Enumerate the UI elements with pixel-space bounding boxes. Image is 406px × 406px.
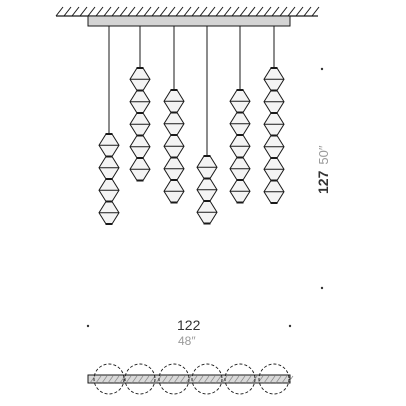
plan-hatch-stroke — [245, 375, 252, 384]
pendant — [263, 26, 285, 204]
ceiling-hatch-stroke — [159, 6, 168, 17]
pendant — [196, 26, 218, 225]
plan-shade-outline — [258, 363, 290, 395]
plan-shade-outline — [93, 363, 125, 395]
pendant — [98, 26, 120, 225]
ceiling-hatch-stroke — [231, 6, 240, 17]
ceiling-hatch-stroke — [287, 6, 296, 17]
plan-shade-outline — [191, 363, 223, 395]
ceiling-hatch-stroke — [247, 6, 256, 17]
ceiling-hatch-stroke — [55, 6, 64, 17]
ceiling-hatch-stroke — [199, 6, 208, 17]
plan-hatch-stroke — [215, 375, 222, 384]
ceiling-hatch-stroke — [111, 6, 120, 17]
ceiling-hatch-stroke — [143, 6, 152, 17]
plan-hatch-stroke — [107, 375, 114, 384]
ceiling-hatch-stroke — [71, 6, 80, 17]
plan-hatch-stroke — [131, 375, 138, 384]
plan-hatch-stroke — [197, 375, 204, 384]
ceiling-hatch-stroke — [127, 6, 136, 17]
plan-hatch-stroke — [203, 375, 210, 384]
plan-hatch-stroke — [275, 375, 282, 384]
ceiling-hatch-stroke — [207, 6, 216, 17]
plan-shade-outline — [224, 363, 256, 395]
canopy — [87, 15, 291, 27]
ceiling-hatch-stroke — [151, 6, 160, 17]
dim-dot-right — [288, 324, 292, 328]
ceiling-hatch-stroke — [271, 6, 280, 17]
dim-dot-top — [320, 67, 324, 71]
plan-hatch-stroke — [125, 375, 132, 384]
plan-hatch-stroke — [179, 375, 186, 384]
plan-hatch-stroke — [227, 375, 234, 384]
pendant — [129, 26, 151, 182]
plan-hatch-stroke — [89, 375, 96, 384]
plan-shade-outline — [124, 363, 156, 395]
plan-hatch-stroke — [173, 375, 180, 384]
plan-hatch-stroke — [95, 375, 102, 384]
plan-hatch-stroke — [281, 375, 288, 384]
ceiling-hatch-stroke — [223, 6, 232, 17]
plan-hatch-stroke — [269, 375, 276, 384]
ceiling-hatch-stroke — [87, 6, 96, 17]
ceiling-hatch-stroke — [279, 6, 288, 17]
ceiling-hatch-stroke — [119, 6, 128, 17]
plan-hatch-stroke — [101, 375, 108, 384]
width-imperial-label: 48″ — [178, 334, 196, 348]
ceiling-hatch-stroke — [263, 6, 272, 17]
plan-hatch-stroke — [161, 375, 168, 384]
plan-hatch-stroke — [233, 375, 240, 384]
ceiling-hatch-stroke — [79, 6, 88, 17]
plan-view — [87, 363, 294, 395]
ceiling-hatch-stroke — [63, 6, 72, 17]
plan-hatch-stroke — [263, 375, 270, 384]
width-metric-label: 122 — [177, 317, 201, 333]
ceiling-hatch-stroke — [95, 6, 104, 17]
pendant — [229, 26, 251, 204]
plan-hatch-stroke — [209, 375, 216, 384]
ceiling-hatch-stroke — [303, 6, 312, 17]
plan-hatch-stroke — [191, 375, 198, 384]
ceiling-hatch-stroke — [167, 6, 176, 17]
dim-dot-left — [86, 324, 90, 328]
plan-hatch-stroke — [167, 375, 174, 384]
height-imperial-label: 50″ — [316, 145, 331, 165]
ceiling-hatch-stroke — [135, 6, 144, 17]
plan-hatch-stroke — [257, 375, 264, 384]
ceiling-hatch-stroke — [191, 6, 200, 17]
ceiling-hatch — [55, 6, 320, 17]
ceiling-hatch-stroke — [103, 6, 112, 17]
plan-hatch-stroke — [155, 375, 162, 384]
ceiling-hatch-stroke — [239, 6, 248, 17]
ceiling-hatch-stroke — [295, 6, 304, 17]
plan-hatch-stroke — [251, 375, 258, 384]
pendant-group — [98, 26, 285, 225]
ceiling-hatch-stroke — [311, 6, 320, 17]
plan-shade-outline — [158, 363, 190, 395]
height-label: 12750″ — [304, 146, 344, 194]
ceiling-hatch-stroke — [255, 6, 264, 17]
plan-hatch-stroke — [221, 375, 228, 384]
dim-dot-bottom — [320, 286, 324, 290]
plan-hatch-stroke — [113, 375, 120, 384]
pendant — [163, 26, 185, 204]
ceiling-hatch-stroke — [215, 6, 224, 17]
height-metric-label: 127 — [315, 170, 331, 194]
plan-hatch-stroke — [137, 375, 144, 384]
plan-hatch-stroke — [239, 375, 246, 384]
ceiling-hatch-stroke — [175, 6, 184, 17]
plan-hatch-stroke — [143, 375, 150, 384]
plan-hatch-stroke — [185, 375, 192, 384]
ceiling-hatch-stroke — [183, 6, 192, 17]
plan-hatch-stroke — [149, 375, 156, 384]
